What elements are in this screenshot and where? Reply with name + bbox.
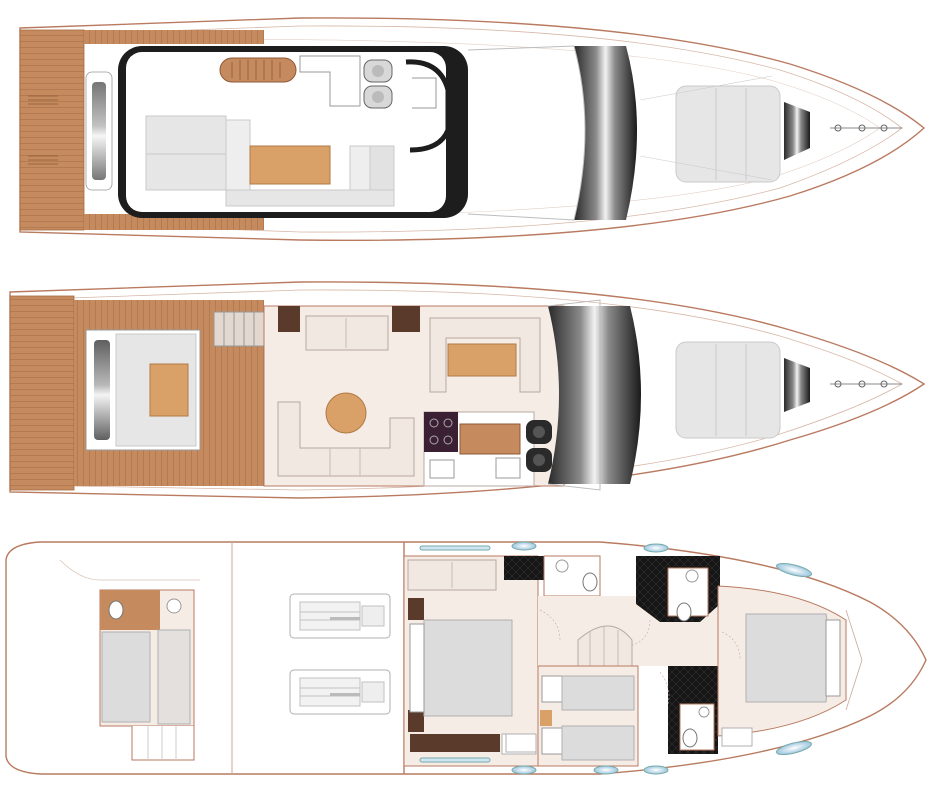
flybridge-sofa [145, 115, 227, 191]
flybridge-bow-sunpad [675, 85, 781, 183]
saloon-sideboard-sofa [305, 315, 389, 351]
crew-cabin [99, 589, 195, 761]
twin-cabin [505, 665, 639, 767]
aft-cockpit-table [149, 363, 189, 417]
lower-deck [5, 541, 927, 775]
main-deck-swim-platform [9, 295, 75, 491]
berth-icon [745, 613, 833, 703]
main-deck [9, 281, 926, 499]
day-head [668, 666, 718, 754]
crew-berth-2 [157, 629, 191, 725]
helm-seat-icon [363, 59, 393, 109]
flybridge-bbq-grill [219, 57, 297, 83]
saloon-coffee-table [325, 392, 367, 434]
flybridge-dining-table [249, 145, 331, 185]
shower-icon [166, 598, 182, 614]
berth-icon [561, 725, 635, 761]
main-deck-windscreen [548, 306, 641, 484]
wc-icon [108, 600, 124, 620]
owner-ensuite [504, 555, 601, 597]
stairs-icon [213, 311, 271, 347]
flybridge-windscreen [574, 46, 637, 220]
saloon-l-sofa [277, 401, 415, 477]
main-helm-seats [526, 420, 552, 472]
dining-table-icon [447, 343, 517, 377]
forward-ensuite [636, 556, 720, 622]
berth-icon [561, 675, 635, 711]
dinette-sofa [429, 317, 541, 393]
engine-icon [289, 593, 391, 639]
flybridge-deck [19, 17, 926, 242]
owner-cabin [403, 545, 539, 767]
engine-icon [289, 669, 391, 715]
crew-berth-1 [101, 631, 151, 723]
vip-cabin [717, 585, 863, 747]
flybridge-swim-platform [19, 29, 85, 231]
main-deck-bow-sunpad [675, 341, 781, 439]
berth-icon [423, 619, 513, 717]
porthole-icon [511, 541, 813, 775]
